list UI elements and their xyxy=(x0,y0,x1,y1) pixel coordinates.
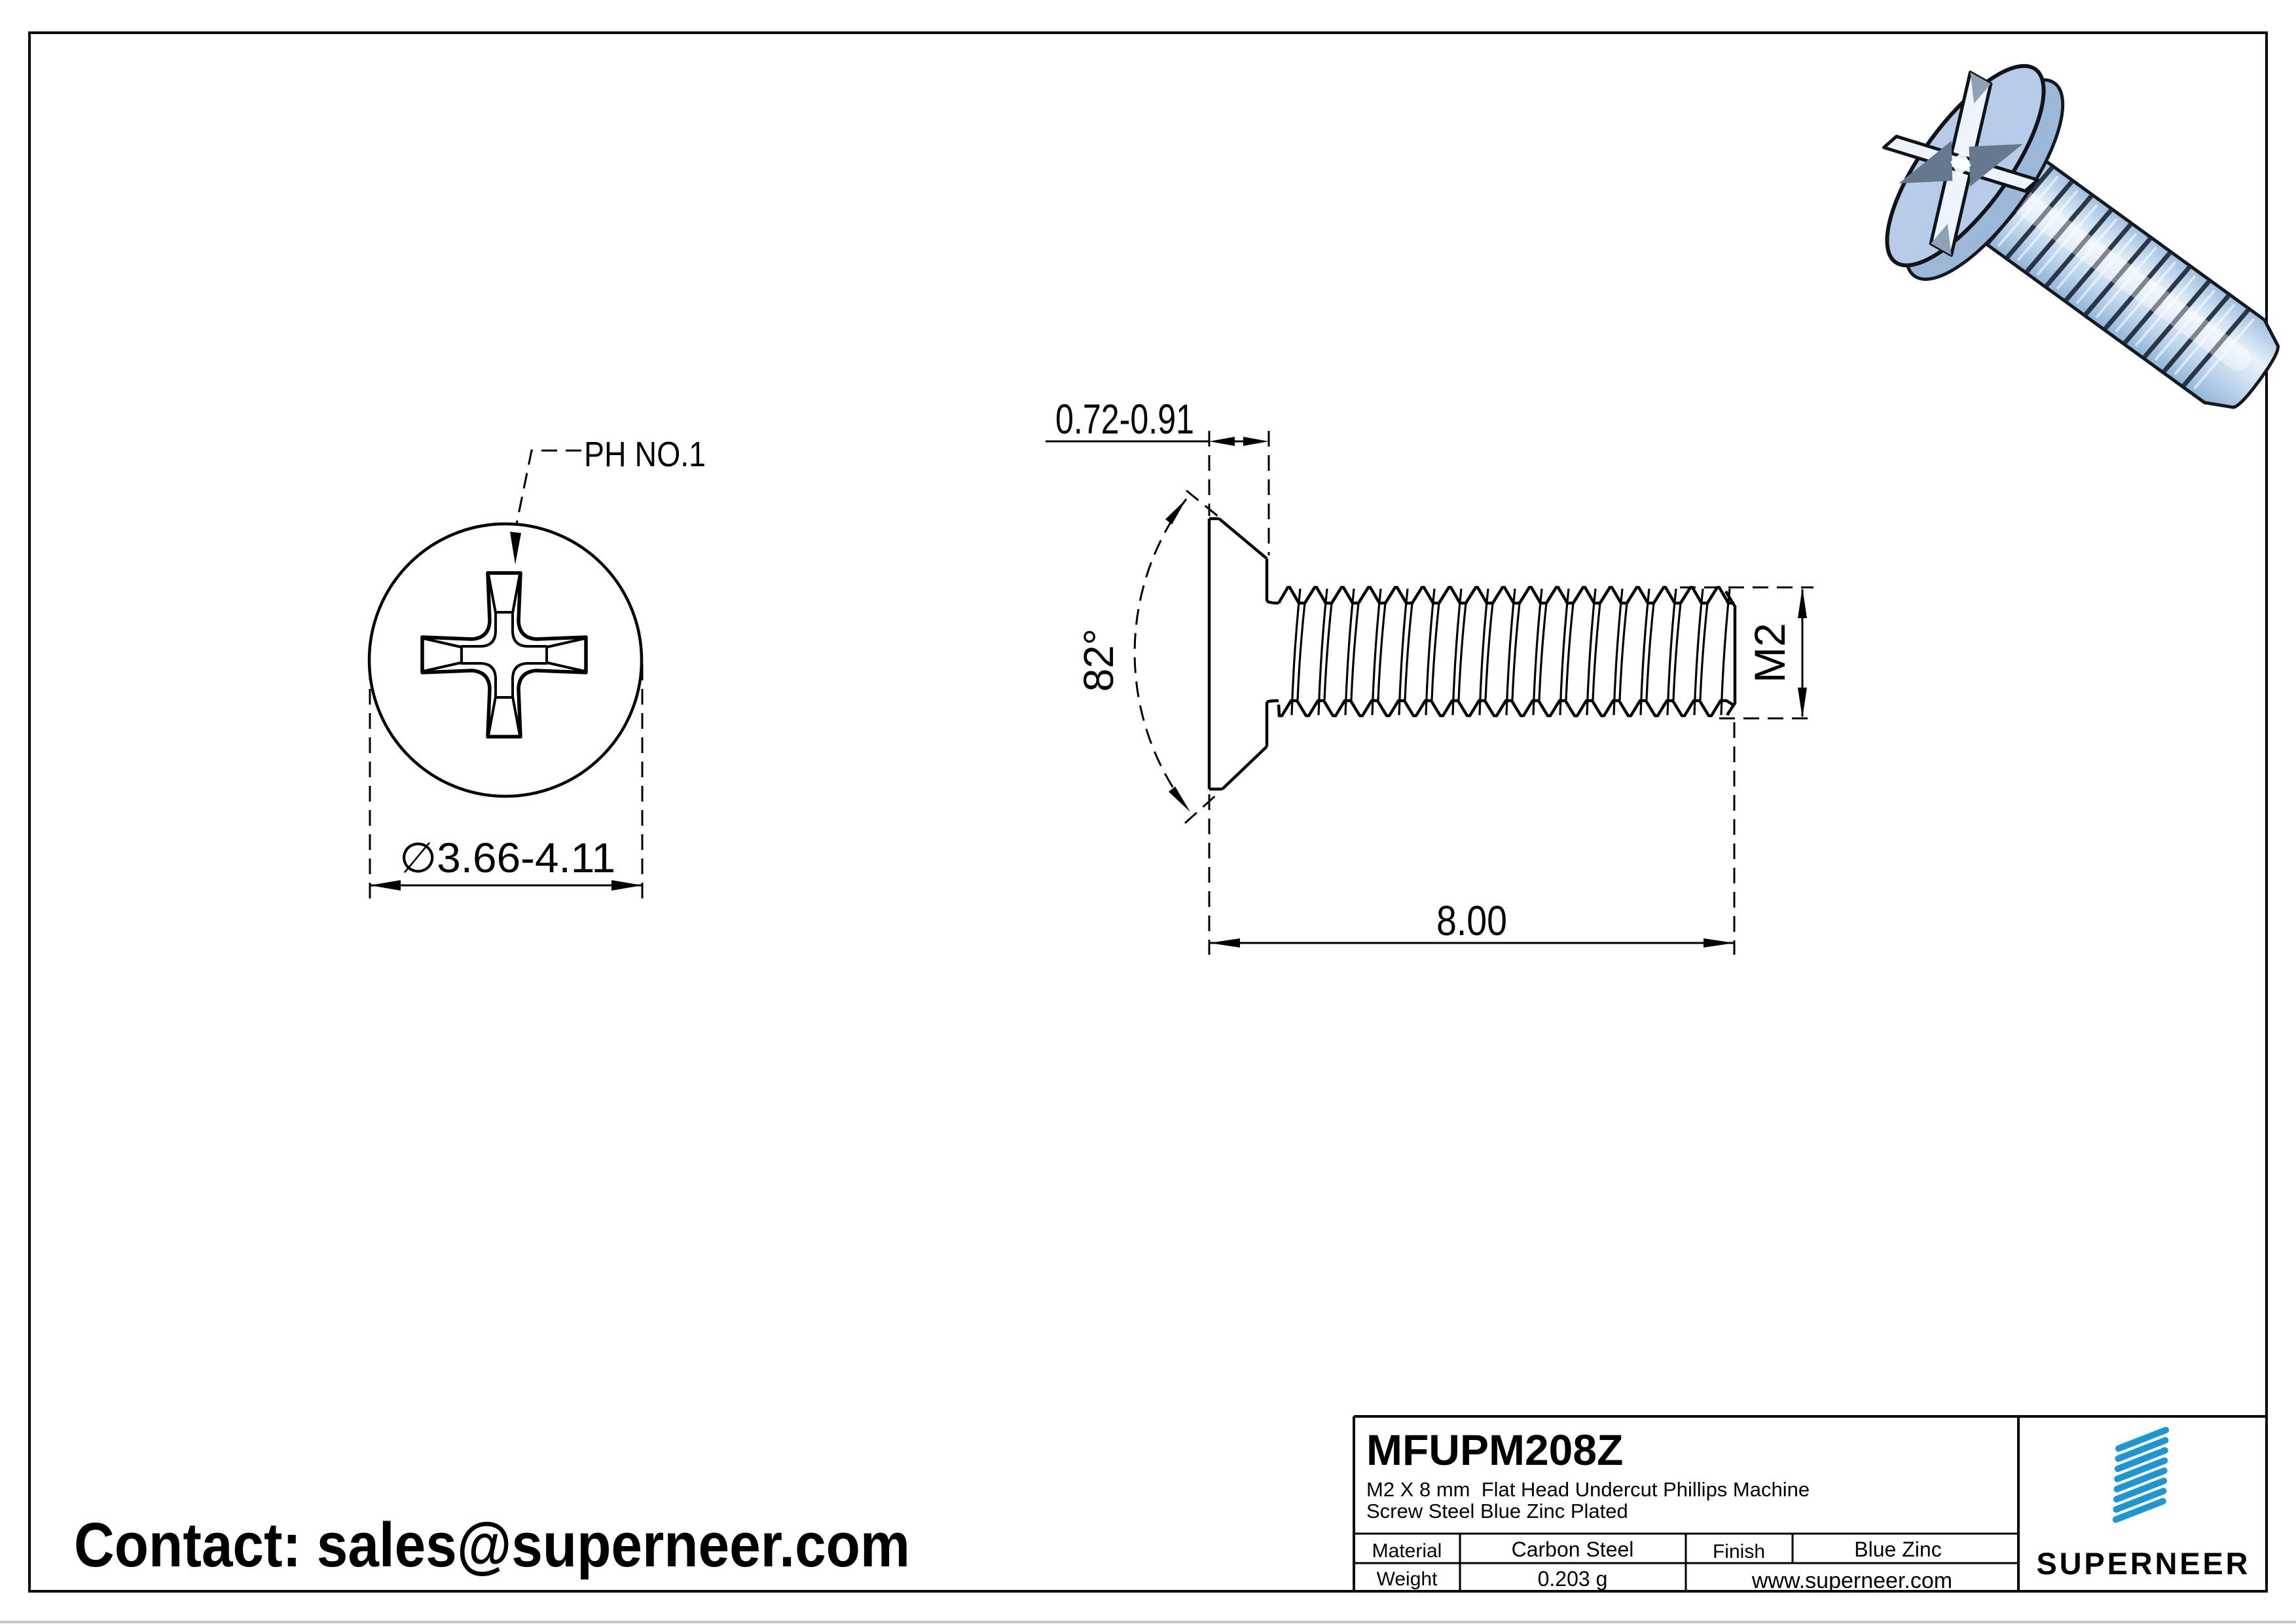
dim-arrow-right xyxy=(611,880,642,891)
head-outline-circle xyxy=(367,522,644,798)
sheet-border xyxy=(28,31,2268,1593)
length-label: 8.00 xyxy=(1436,897,1507,944)
front-diameter-dimension: ∅3.66-4.11 xyxy=(369,665,644,898)
thread-diameter-dimension: M2 xyxy=(1680,586,1813,720)
weight-label: Weight xyxy=(1377,1568,1438,1590)
phillips-cross-inner xyxy=(460,611,548,699)
contact-label: Contact: sales@superneer.com xyxy=(74,1510,910,1580)
dim-arrow-right xyxy=(1704,938,1734,948)
thread-end-cap xyxy=(1724,590,1737,716)
material-value: Carbon Steel xyxy=(1512,1538,1634,1561)
dim-arrow-down xyxy=(1798,688,1807,718)
dim-arrow-up xyxy=(1798,587,1807,618)
material-label: Material xyxy=(1372,1540,1442,1562)
screw-3d-image xyxy=(1882,64,2280,409)
drive-label: PH NO.1 xyxy=(584,435,706,474)
website-link[interactable]: www.superneer.com xyxy=(1751,1568,1952,1593)
screw-3d-phillips-recess xyxy=(1882,70,2039,257)
title-block: MFUPM208Z M2 X 8 mm Flat Head Undercut P… xyxy=(1353,1415,2265,1593)
description-line-1: M2 X 8 mm Flat Head Undercut Phillips Ma… xyxy=(1366,1478,1810,1501)
head-angle-label: 82° xyxy=(1075,629,1122,692)
dim-arrow-left xyxy=(1209,437,1235,446)
brand-wordmark: SUPERNEER xyxy=(2037,1546,2248,1581)
phillips-wing-lines xyxy=(423,574,585,736)
angle-arrow-bottom xyxy=(1169,786,1190,812)
side-view: 0.72-0.91 82° M2 8.00 xyxy=(1046,396,1813,955)
finish-value: Blue Zinc xyxy=(1854,1538,1941,1561)
leader-arrowhead xyxy=(510,532,521,564)
dim-arrow-right xyxy=(1243,437,1269,446)
part-number: MFUPM208Z xyxy=(1366,1426,1623,1474)
length-dimension: 8.00 xyxy=(1208,722,1736,955)
description-line-2: Screw Steel Blue Zinc Plated xyxy=(1366,1500,1628,1522)
finish-label: Finish xyxy=(1713,1541,1765,1562)
phillips-cross-outer xyxy=(420,571,588,739)
front-view: PH NO.1 ∅3.66-4.11 xyxy=(367,435,706,898)
weight-value: 0.203 g xyxy=(1538,1567,1608,1591)
thread-profile xyxy=(1277,585,1736,718)
head-diameter-label: ∅3.66-4.11 xyxy=(399,834,615,881)
dim-arrow-left xyxy=(1209,938,1240,948)
dim-arrow-left xyxy=(370,880,401,891)
head-height-dimension: 0.72-0.91 xyxy=(1046,396,1270,555)
drive-callout: PH NO.1 xyxy=(510,435,706,564)
head-angle-dimension: 82° xyxy=(1075,489,1219,824)
screw-head-outline xyxy=(1207,517,1279,791)
angle-arrow-top xyxy=(1165,499,1186,525)
head-height-label: 0.72-0.91 xyxy=(1055,396,1194,443)
thread-diameter-label: M2 xyxy=(1745,623,1794,683)
superneer-logo-icon xyxy=(2112,1427,2169,1523)
